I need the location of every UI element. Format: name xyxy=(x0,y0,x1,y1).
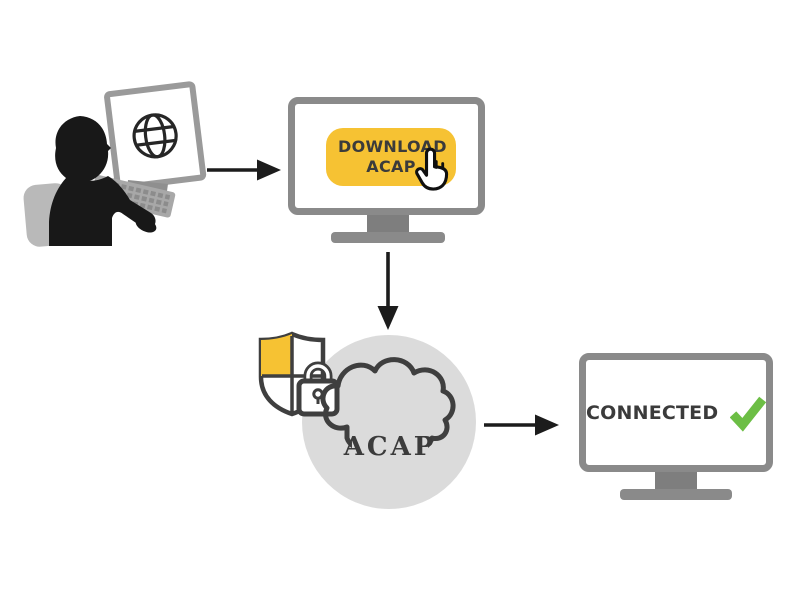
acap-cloud-group: ACAP xyxy=(258,331,476,509)
download-monitor-stand-neck xyxy=(367,215,409,233)
person-at-computer xyxy=(23,81,207,247)
acap-cloud-label: ACAP xyxy=(343,432,437,462)
workstation-monitor xyxy=(104,81,207,191)
download-monitor-stand-base xyxy=(331,232,445,243)
cloud-label-backing xyxy=(352,430,428,458)
arrow-cloud-to-connected xyxy=(484,414,559,436)
arrow-user-to-download xyxy=(207,159,281,181)
download-monitor: DOWNLOAD ACAP xyxy=(288,97,485,215)
arrow-download-to-cloud xyxy=(377,252,399,330)
check-icon xyxy=(730,396,766,432)
person-silhouette xyxy=(49,116,157,246)
cloud-circle-background xyxy=(302,335,476,509)
connected-monitor-stand-neck xyxy=(655,472,697,490)
globe-icon xyxy=(132,113,178,159)
connected-monitor-stand-base xyxy=(620,489,732,500)
download-acap-button[interactable]: DOWNLOAD ACAP xyxy=(326,128,456,186)
download-acap-button-label: DOWNLOAD ACAP xyxy=(338,137,447,176)
connected-monitor: CONNECTED xyxy=(579,353,773,472)
connected-status-label: CONNECTED xyxy=(586,401,719,424)
